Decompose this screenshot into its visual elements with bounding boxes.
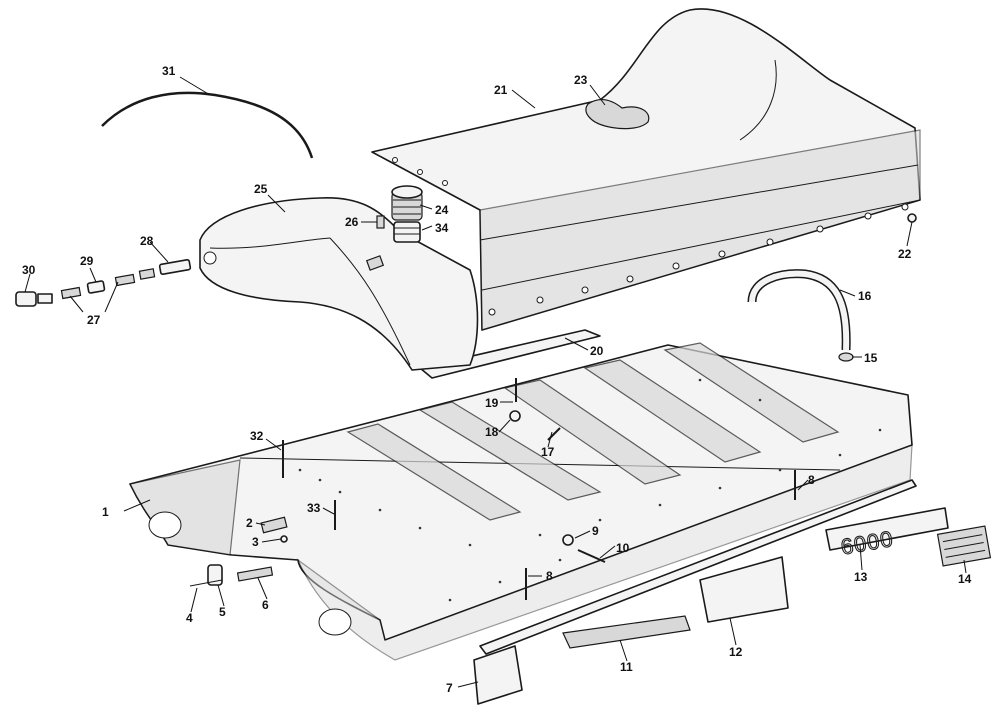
callout-16: 16 <box>858 289 872 303</box>
callout-labels: 1 2 3 4 5 6 7 8 8 9 10 11 12 13 14 15 16… <box>22 64 972 695</box>
bracket-12 <box>699 556 789 623</box>
pad-11 <box>562 615 691 649</box>
seat-body <box>371 8 921 331</box>
callout-23: 23 <box>574 73 588 87</box>
callout-14: 14 <box>958 572 972 586</box>
callout-21: 21 <box>494 83 508 97</box>
side-rail <box>479 479 917 655</box>
callout-19: 19 <box>485 396 499 410</box>
callout-2: 2 <box>246 516 253 530</box>
callout-1: 1 <box>102 505 109 519</box>
callout-34: 34 <box>435 221 449 235</box>
callout-7: 7 <box>446 681 453 695</box>
fuel-line-assembly <box>15 258 192 307</box>
pan-slats <box>346 342 840 521</box>
bracket-7 <box>473 645 523 705</box>
callout-24: 24 <box>435 203 449 217</box>
grommet <box>838 352 854 362</box>
callout-32: 32 <box>250 429 264 443</box>
fuel-line <box>101 91 314 159</box>
callout-13: 13 <box>854 570 868 584</box>
callout-17: 17 <box>541 445 555 459</box>
callout-5: 5 <box>219 605 226 619</box>
callout-31: 31 <box>162 64 176 78</box>
leader-lines <box>24 76 967 688</box>
callout-20: 20 <box>590 344 604 358</box>
callout-27: 27 <box>87 313 101 327</box>
callout-18: 18 <box>485 425 499 439</box>
pan-rivets <box>298 378 882 602</box>
callout-6: 6 <box>262 598 269 612</box>
callout-29: 29 <box>80 254 94 268</box>
callout-8b: 8 <box>808 473 815 487</box>
callout-12: 12 <box>729 645 743 659</box>
fuel-cap <box>391 185 423 243</box>
reflector-grid <box>942 534 986 558</box>
callout-15: 15 <box>864 351 878 365</box>
decal-strip <box>825 507 949 551</box>
callout-28: 28 <box>140 234 154 248</box>
callout-25: 25 <box>254 182 268 196</box>
callout-11: 11 <box>620 660 633 674</box>
callout-33: 33 <box>307 501 321 515</box>
callout-3: 3 <box>252 535 259 549</box>
callout-9: 9 <box>592 524 599 538</box>
callout-30: 30 <box>22 263 36 277</box>
callout-26: 26 <box>345 215 359 229</box>
tank-fitting <box>376 215 385 229</box>
callout-4: 4 <box>186 611 193 625</box>
seat-holes <box>392 157 909 316</box>
callout-10: 10 <box>616 541 630 555</box>
callout-8a: 8 <box>546 569 553 583</box>
callout-22: 22 <box>898 247 912 261</box>
